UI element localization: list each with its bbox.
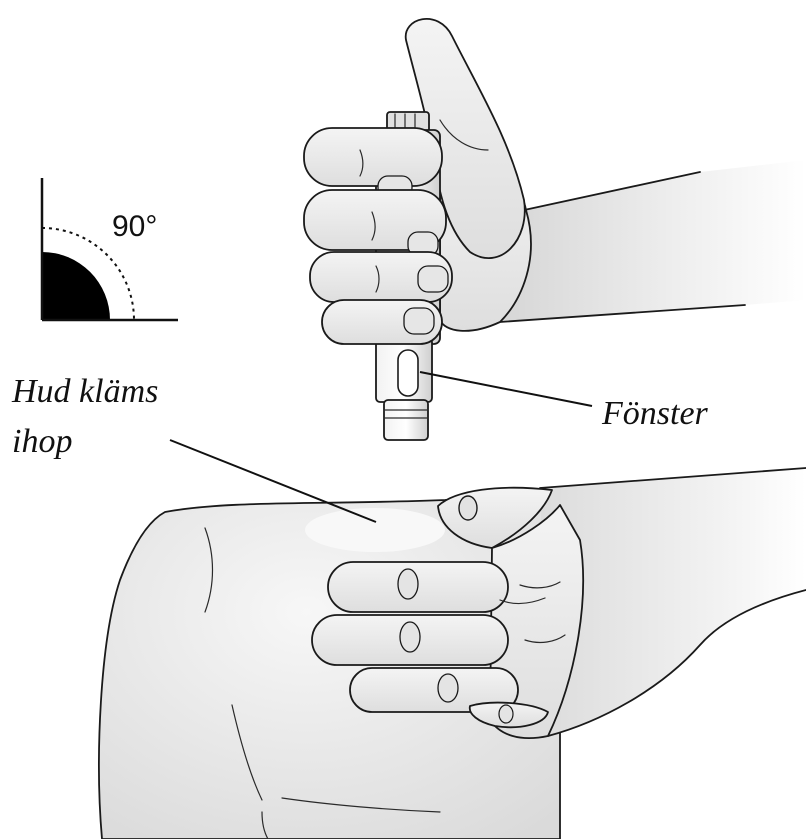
upper-finger-3-nail bbox=[418, 266, 448, 292]
skin-pinched-label-line-1: Hud kläms bbox=[11, 373, 158, 410]
pen-holding-hand bbox=[406, 19, 806, 331]
window-label: Fönster bbox=[601, 395, 709, 432]
wrapped-fingers bbox=[304, 128, 452, 344]
window-leader-line bbox=[420, 372, 592, 406]
angle-label: 90° bbox=[112, 210, 157, 243]
upper-finger-4-nail bbox=[404, 308, 434, 334]
upper-finger-1 bbox=[304, 128, 442, 186]
skin-pinched-callout: Hud kläms ihop bbox=[11, 373, 376, 522]
skin-pinched-label-line-2: ihop bbox=[12, 423, 72, 460]
pen-needle-cap bbox=[384, 400, 428, 440]
lower-finger-1-nail bbox=[398, 569, 418, 599]
lower-finger-2-nail bbox=[400, 622, 420, 652]
lower-little-finger-nail bbox=[499, 705, 513, 723]
pinched-skin-fold bbox=[305, 508, 445, 552]
window-callout: Fönster bbox=[420, 372, 709, 432]
angle-90-icon: 90° bbox=[42, 178, 178, 320]
angle-filled-quadrant bbox=[42, 252, 110, 320]
thumb-nail bbox=[459, 496, 477, 520]
lower-finger-3-nail bbox=[438, 674, 458, 702]
upper-forearm bbox=[500, 160, 806, 322]
pen-window bbox=[398, 350, 418, 396]
